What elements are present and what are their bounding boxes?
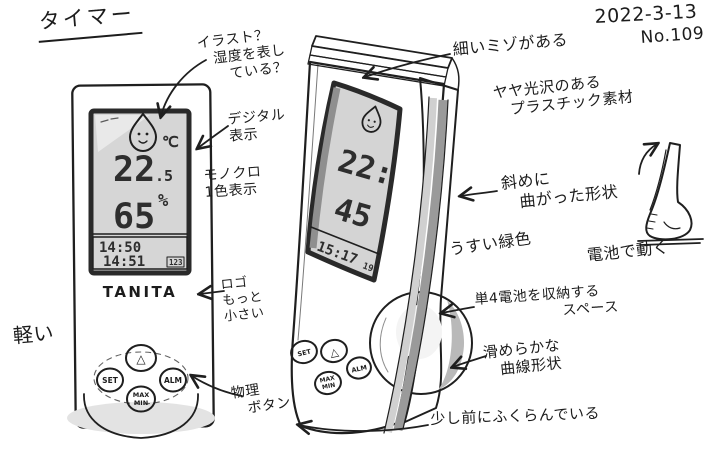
- svg-text:△: △: [329, 345, 341, 360]
- humidity-mascot-icon: [129, 113, 157, 152]
- left-temperature-value: 22: [113, 150, 155, 190]
- left-clock-bottom: 14:51: [103, 254, 145, 270]
- left-set-button: SET: [96, 367, 124, 393]
- svg-text:SET: SET: [297, 347, 313, 358]
- right-device: 22: 45 15:17 19 SET △ MAX MIN ALM: [290, 35, 473, 435]
- left-temperature-decimal: .5: [155, 167, 173, 185]
- note-lightweight: 軽い: [12, 320, 55, 348]
- annotation-arrows: [161, 53, 498, 431]
- side-profile-sketch: [637, 143, 704, 246]
- right-up-button: △: [320, 338, 348, 364]
- right-seconds: 19: [361, 261, 375, 274]
- arrow-slanted: [461, 191, 498, 196]
- left-humidity-unit: %: [158, 191, 169, 211]
- left-alm-button: ALM: [159, 367, 187, 393]
- right-maxmin-button: MAX MIN: [314, 370, 342, 396]
- left-up-button: △: [125, 344, 157, 372]
- left-temperature-unit: ℃: [162, 133, 179, 151]
- svg-text:ALM: ALM: [164, 376, 182, 385]
- left-clock-top: 14:50: [99, 240, 141, 256]
- svg-text:MIN: MIN: [322, 382, 336, 392]
- left-date-badge: 123: [169, 258, 183, 267]
- left-device: 22 .5 ℃ 65 % 14:50 14:51 123 TANITA △ SE…: [67, 83, 215, 439]
- left-lcd: [88, 108, 192, 276]
- note-monochrome: モノクロ 1色表示: [203, 163, 262, 201]
- left-clock-panel: [92, 236, 188, 270]
- svg-text:SET: SET: [102, 376, 119, 385]
- arrow-groove: [365, 53, 451, 77]
- left-maxmin-button: MAX MIN: [126, 385, 156, 413]
- svg-text:MAX: MAX: [133, 391, 150, 399]
- right-alm-button: ALM: [346, 356, 372, 380]
- left-humidity-value: 65: [113, 197, 155, 237]
- arrow-illustration: [161, 59, 207, 116]
- arrow-smooth: [453, 355, 487, 367]
- top-groove-outer: [311, 35, 453, 69]
- brand-logo: TANITA: [103, 283, 178, 301]
- svg-text:△: △: [136, 352, 146, 366]
- right-set-button: SET: [290, 339, 318, 365]
- left-device-base-blob: [83, 393, 199, 439]
- arrow-bulge: [299, 425, 429, 431]
- note-digital-display: デジタル 表示: [227, 106, 286, 145]
- left-device-shadow: [67, 402, 215, 434]
- svg-text:MAX: MAX: [319, 374, 336, 384]
- left-buttons-guide: [93, 351, 189, 405]
- page-number: No.109: [640, 23, 705, 48]
- top-groove-inner: [307, 54, 447, 87]
- arrow-battery-space: [442, 307, 475, 313]
- arrow-digital: [198, 125, 229, 148]
- right-humidity-mascot-icon: [361, 105, 382, 133]
- svg-text:MIN: MIN: [134, 399, 148, 407]
- note-illustration: イラスト？ 湿度を表し ている？: [196, 27, 289, 86]
- svg-text:ALM: ALM: [351, 363, 368, 374]
- arrow-physical: [192, 376, 243, 397]
- note-logo-smaller: ロゴ もっと 小さい: [220, 275, 266, 325]
- arrow-logo: [200, 291, 225, 294]
